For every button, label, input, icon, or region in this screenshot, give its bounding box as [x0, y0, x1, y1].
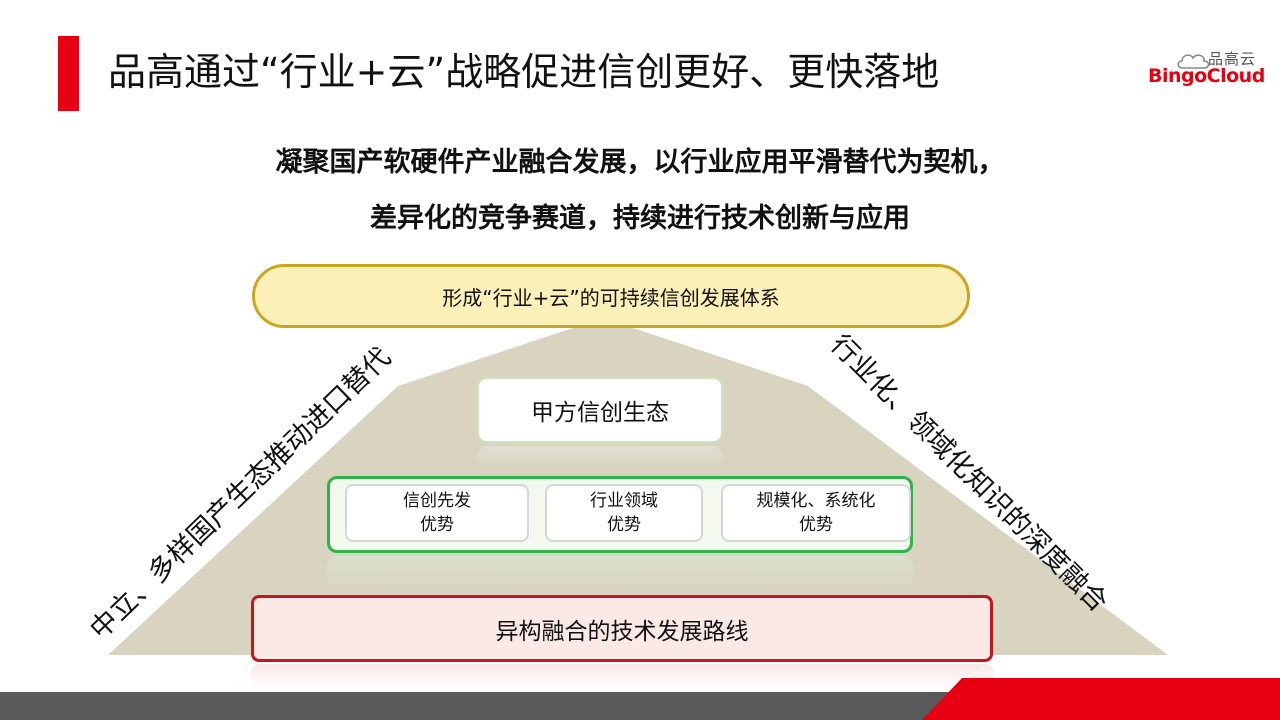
logo-text-en: BingoCloud [1148, 65, 1265, 87]
subtitle-line-1: 凝聚国产软硬件产业融合发展，以行业应用平滑替代为契机， [275, 147, 1005, 178]
page-title: 品高通过“行业+云”战略促进信创更好、更快落地 [108, 50, 940, 94]
advantage-box-industry: 行业领域 优势 [545, 484, 703, 542]
base-tech-route-band: 异构融合的技术发展路线 [251, 595, 993, 662]
advantage-line-1: 信创先发 [403, 491, 471, 511]
advantage-box-first-mover: 信创先发 优势 [345, 484, 529, 542]
advantages-reflection [327, 556, 913, 592]
top-goal-pill: 形成“行业+云”的可持续信创发展体系 [252, 264, 970, 328]
advantage-line-2: 优势 [607, 515, 641, 535]
title-accent-bar [58, 36, 79, 111]
advantage-line-2: 优势 [799, 515, 833, 535]
logo-text-cn: 品高云 [1208, 50, 1257, 68]
company-logo: 品高云 BingoCloud [1146, 48, 1265, 94]
advantage-line-1: 规模化、系统化 [756, 491, 876, 511]
base-reflection [251, 664, 993, 688]
cloud-icon [1177, 54, 1210, 69]
advantage-line-1: 行业领域 [590, 491, 658, 511]
subtitle-line-2: 差异化的竞争赛道，持续进行技术创新与应用 [370, 203, 910, 234]
advantage-box-scale: 规模化、系统化 优势 [721, 484, 911, 542]
ecosystem-reflection [477, 446, 723, 468]
advantage-line-2: 优势 [420, 515, 454, 535]
footer-red-accent [922, 678, 1280, 720]
ecosystem-box: 甲方信创生态 [477, 377, 723, 443]
